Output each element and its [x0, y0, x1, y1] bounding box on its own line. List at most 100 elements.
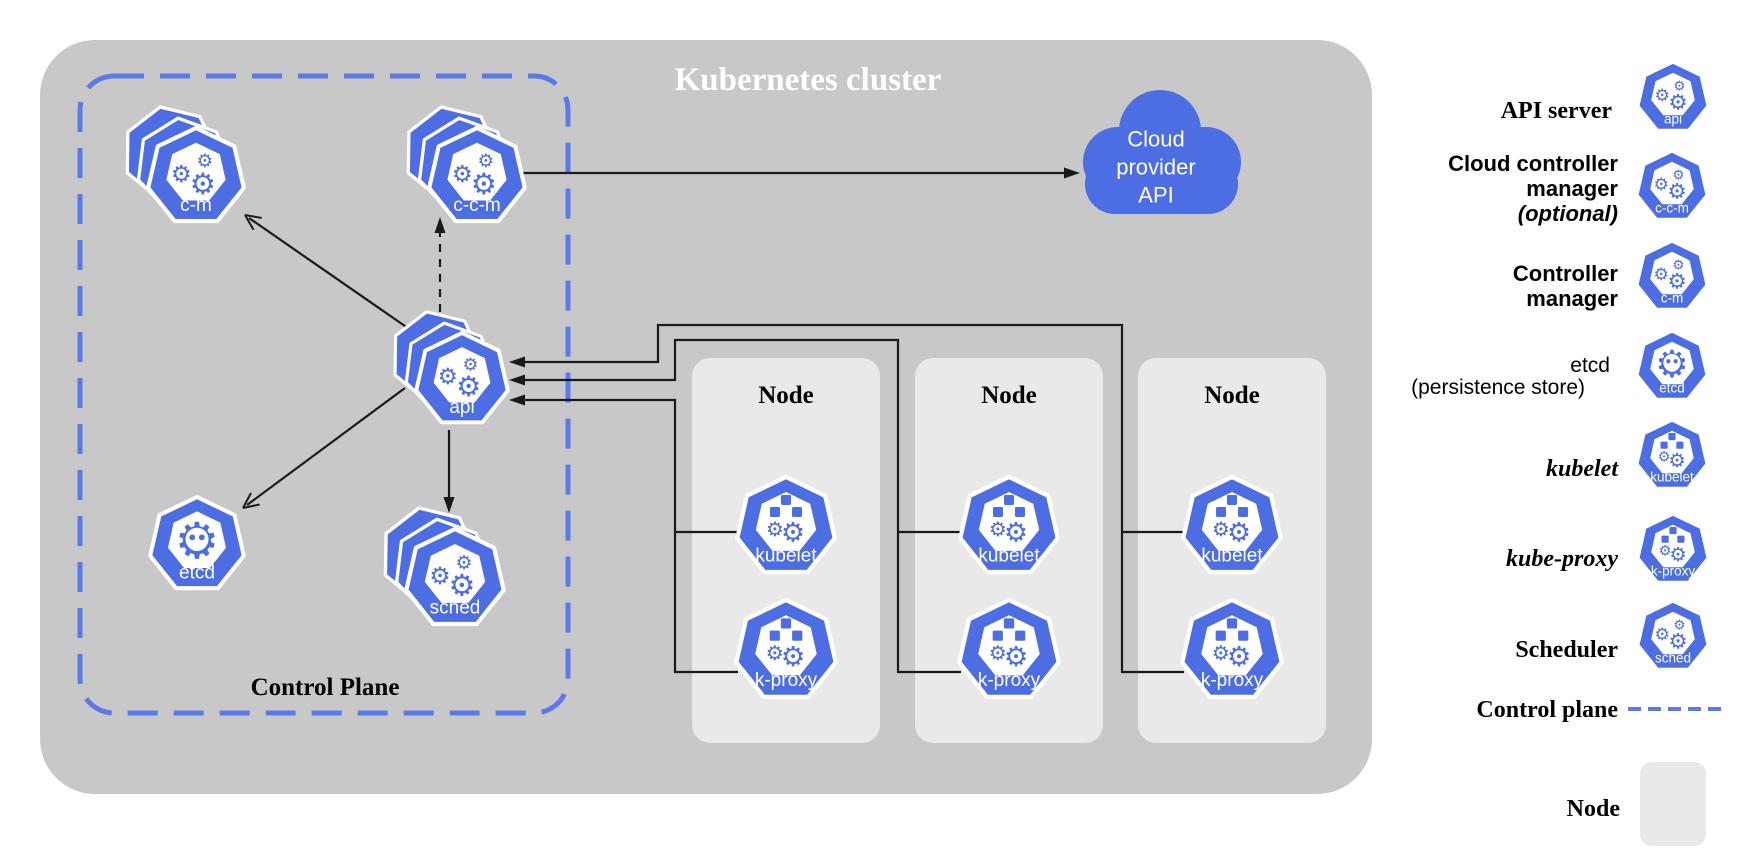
arrowhead-cm — [244, 214, 255, 231]
hexagon-inner — [1651, 524, 1695, 568]
component-controller-manager-label: c-m — [180, 195, 212, 216]
legend-text-etcd-0: etcd — [1570, 354, 1610, 377]
hexagon-inner — [1201, 492, 1263, 551]
cube-glyph — [1669, 526, 1677, 535]
cube-glyph — [792, 507, 802, 517]
component-cloud-controller-manager-label: c-c-m — [453, 195, 500, 216]
gear-glyph: ⚙ — [1668, 449, 1685, 472]
arrowhead-api-3 — [509, 394, 525, 406]
legend-icon-controller-manager-label: c-m — [1661, 290, 1684, 305]
cube-glyph — [1003, 618, 1015, 629]
component-api-server: ⚙⚙⚙api — [393, 310, 510, 425]
etcd-face — [1663, 354, 1681, 372]
cube-glyph — [1676, 441, 1684, 449]
cube-glyph — [1238, 507, 1248, 517]
legend-icon-cloud-controller-manager-label: c-c-m — [1655, 200, 1689, 215]
cube-glyph — [1238, 630, 1249, 641]
gear-glyph: ⚙ — [196, 151, 213, 172]
legend-row-kube-proxy: kube-proxy⚙⚙k-proxy — [1506, 512, 1710, 585]
legend-icon-kube-proxy-label: k-proxy — [1651, 563, 1696, 578]
component-kproxy-2-label: k-proxy — [978, 670, 1041, 691]
gear-glyph: ⚙ — [1004, 518, 1028, 549]
legend-text-cloud-controller-manager-1: manager — [1526, 176, 1618, 201]
control-plane-boundary — [77, 73, 571, 716]
gear-glyph: ⚙ — [471, 167, 497, 201]
cube-glyph — [992, 630, 1003, 641]
gear-glyph: ⚙ — [429, 562, 451, 590]
arrowhead-api-1 — [509, 356, 525, 368]
etcd-eye — [1673, 359, 1678, 364]
gear-glyph: ⚙ — [989, 517, 1007, 541]
component-cloud-controller-manager: ⚙⚙⚙c-c-m — [406, 105, 527, 224]
etcd-eye — [198, 534, 205, 541]
gear-glyph: ⚙ — [1653, 175, 1668, 195]
legend-text-node-0: Node — [1567, 796, 1621, 822]
legend-text-etcd-1: (persistence store) — [1411, 376, 1585, 399]
legend-text-kube-proxy-0: kube-proxy — [1506, 546, 1618, 572]
gear-glyph: ⚙ — [171, 160, 192, 188]
arrowhead-sched — [443, 497, 455, 513]
gear-glyph: ⚙ — [1227, 641, 1252, 673]
arrowhead-etcd — [242, 503, 260, 509]
hexagon-inner — [1201, 615, 1263, 676]
arrowhead-cm — [244, 214, 262, 219]
component-kubelet-1: ⚙⚙kubelet — [735, 474, 837, 575]
legend-text-kubelet-0: kubelet — [1546, 456, 1619, 482]
cube-glyph — [1215, 630, 1226, 641]
gear-glyph: ⚙ — [1004, 641, 1029, 673]
gear-glyph: ⚙ — [1668, 630, 1687, 655]
gear-glyph: ⚙ — [1672, 257, 1684, 273]
node-label-3: Node — [1204, 382, 1260, 409]
arrow-api-to-cm — [248, 217, 416, 334]
legend-row-kubelet: kubelet⚙⚙kubelet — [1546, 418, 1709, 490]
component-etcd-label: etcd — [179, 562, 215, 583]
gear-glyph: ⚙ — [781, 641, 806, 673]
legend-row-control-plane: Control plane — [1476, 697, 1726, 723]
cube-glyph — [1015, 630, 1026, 641]
connector-node2-to-api — [523, 338, 961, 674]
component-controller-manager: ⚙⚙⚙c-m — [125, 105, 246, 224]
cube-glyph — [1216, 507, 1226, 517]
gear-glyph: ⚙ — [452, 160, 473, 188]
component-kproxy-1: ⚙⚙k-proxy — [734, 597, 838, 700]
legend-text-cloud-controller-manager-2: (optional) — [1518, 201, 1618, 226]
component-kubelet-1-label: kubelet — [755, 546, 817, 567]
hexagon-inner — [433, 347, 491, 403]
legend-text-api-server-0: API server — [1501, 98, 1613, 124]
legend-text-scheduler-0: Scheduler — [1515, 637, 1618, 663]
hexagon-inner — [447, 142, 507, 201]
legend-icon-etcd: ⚙etcd — [1635, 329, 1709, 401]
gear-glyph: ⚙ — [456, 370, 481, 403]
arrowhead-cloud — [1064, 167, 1080, 179]
gear-glyph: ⚙ — [989, 641, 1007, 665]
component-scheduler: ⚙⚙⚙sched — [383, 506, 506, 627]
gear-glyph: ⚙ — [1212, 641, 1230, 665]
gear-glyph: ⚙ — [462, 354, 478, 375]
hexagon-inner — [978, 492, 1040, 551]
arrowhead-ccm — [434, 217, 446, 233]
gear-glyph: ⚙ — [1654, 625, 1669, 645]
legend-icon-kubelet-label: kubelet — [1650, 469, 1694, 484]
hexagon-inner — [1651, 611, 1695, 655]
component-kubelet-3: ⚙⚙kubelet — [1181, 474, 1283, 575]
legend-icon-controller-manager: ⚙⚙⚙c-m — [1635, 239, 1709, 311]
cube-glyph — [780, 618, 792, 629]
cube-glyph — [770, 507, 780, 517]
cube-glyph — [781, 495, 791, 505]
component-kproxy-3-label: k-proxy — [1201, 670, 1264, 691]
legend-text-control-plane-0: Control plane — [1476, 697, 1618, 723]
gear-glyph: ⚙ — [1227, 518, 1251, 549]
cloud-label-line: API — [1138, 183, 1173, 208]
gear-glyph: ⚙ — [190, 167, 216, 201]
legend-text-controller-manager-1: manager — [1526, 286, 1618, 311]
cube-glyph — [1677, 535, 1685, 543]
gear-glyph: ⚙ — [1667, 270, 1686, 295]
legend-row-etcd: etcd(persistence store) ⚙etcd — [1411, 329, 1709, 401]
gear-glyph: ⚙ — [449, 569, 476, 604]
cloud-shape — [1085, 154, 1238, 214]
gear-glyph: ⚙ — [1669, 543, 1686, 566]
